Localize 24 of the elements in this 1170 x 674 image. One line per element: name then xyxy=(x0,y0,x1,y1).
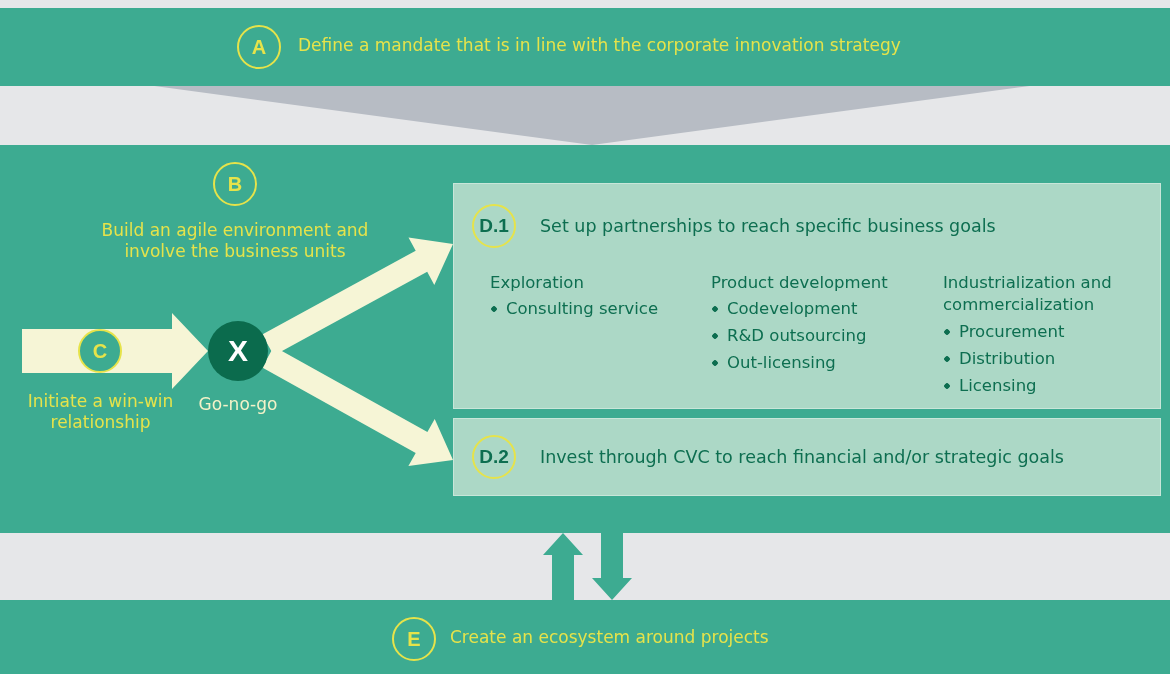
step-letter: D.2 xyxy=(472,435,516,479)
step-letter: A xyxy=(237,25,281,69)
main-panel xyxy=(0,145,1170,533)
decision-caption: Go-no-go xyxy=(197,394,279,415)
step-text: Build an agile environment and involve the business units xyxy=(100,220,370,262)
step-band xyxy=(0,8,1170,86)
option-heading: Invest through CVC to reach financial and/or strategic goals xyxy=(540,447,1064,468)
step-text: Create an ecosystem around projects xyxy=(450,627,769,648)
column-heading: Product development xyxy=(711,272,888,293)
option-heading: Set up partnerships to reach specific business goals xyxy=(540,216,996,237)
step-letter: E xyxy=(392,617,436,661)
decision-circle: X xyxy=(208,321,268,381)
step-band xyxy=(0,600,1170,674)
step-letter: D.1 xyxy=(472,204,516,248)
arrow xyxy=(543,533,583,600)
arrow xyxy=(592,533,632,600)
option-panel xyxy=(453,418,1161,496)
step-text: Initiate a win-win relationship xyxy=(26,391,175,433)
step-letter: B xyxy=(213,162,257,206)
option-panel xyxy=(453,183,1161,409)
column-heading: Exploration xyxy=(490,272,584,293)
arrow xyxy=(22,313,208,389)
column-heading: Industrialization and commercialization xyxy=(943,272,1113,316)
step-text: Define a mandate that is in line with the corporate innovation strategy xyxy=(298,35,901,56)
